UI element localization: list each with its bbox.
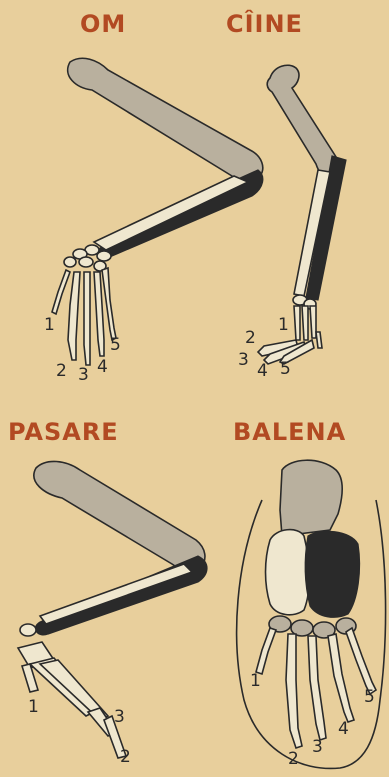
bird-wing: 1 2 3: [18, 461, 207, 767]
whale-digit-5: 5: [364, 687, 375, 707]
whale-fingers: [256, 628, 376, 748]
whale-humerus: [280, 460, 342, 536]
dog-digit-4: 4: [257, 361, 268, 381]
bird-wrist: [20, 624, 36, 636]
human-digit-4: 4: [97, 357, 108, 377]
whale-digit-3: 3: [312, 737, 323, 757]
whale-digit-2: 2: [288, 749, 299, 769]
human-radius: [94, 176, 248, 250]
dog-digit-2: 2: [245, 328, 256, 348]
whale-radius: [266, 530, 310, 615]
bird-radius: [40, 564, 192, 624]
bird-digit-3: 3: [114, 707, 125, 727]
human-digit-1: 1: [44, 315, 55, 335]
dog-digit-1: 1: [278, 315, 289, 335]
bird-digit-1: 1: [28, 697, 39, 717]
human-fingers: [52, 268, 116, 365]
whale-digit-4: 4: [338, 719, 349, 739]
human-digit-5: 5: [110, 335, 121, 355]
human-humerus: [68, 58, 263, 181]
human-arm: 1 2 3 4 5: [44, 58, 263, 385]
whale-digit-1: 1: [250, 671, 261, 691]
bird-humerus: [34, 461, 205, 571]
whale-flipper: 1 2 3 4 5: [237, 460, 386, 769]
dog-digit-5: 5: [280, 359, 291, 379]
dog-humerus: [267, 65, 339, 176]
human-digit-3: 3: [78, 365, 89, 385]
whale-carpals: [269, 616, 356, 638]
bird-digit-2: 2: [120, 747, 131, 767]
human-digit-2: 2: [56, 361, 67, 381]
dog-digit-3: 3: [238, 350, 249, 370]
dog-paw: [258, 295, 322, 364]
dog-leg: 1 2 3 4 5: [238, 65, 346, 381]
whale-ulna: [305, 531, 359, 617]
